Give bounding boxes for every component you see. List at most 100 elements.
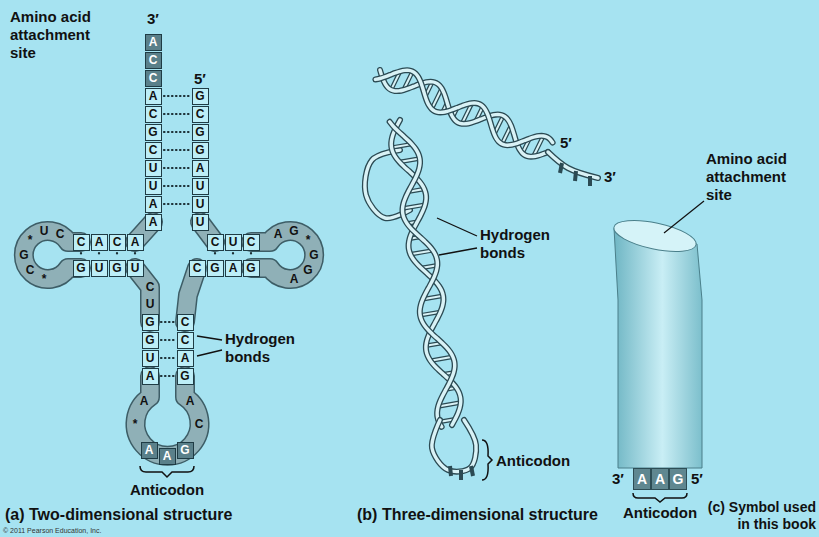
base-letter: A xyxy=(95,236,104,248)
base-letter: U xyxy=(149,162,158,174)
ribbon-edge xyxy=(410,250,433,254)
base-box: U xyxy=(192,196,209,213)
base-letter: G xyxy=(210,262,219,274)
base-box: G xyxy=(16,247,33,264)
base-letter: C xyxy=(149,144,158,156)
base-box: G xyxy=(192,124,209,141)
leader-line xyxy=(197,336,222,340)
base-box: A xyxy=(141,442,158,459)
base-letter: C xyxy=(181,334,190,346)
base-box: A xyxy=(142,368,159,385)
hydrogen-bond xyxy=(250,253,252,257)
base-box: A xyxy=(159,448,176,465)
base-box: U xyxy=(192,178,209,195)
anticodon-tick xyxy=(459,470,463,480)
rna-band-edge xyxy=(251,231,314,279)
hydrogen-bond xyxy=(164,203,189,205)
base-box: C xyxy=(145,70,162,87)
base-letter: C xyxy=(146,281,155,293)
figure-label: Anticodon xyxy=(130,481,204,499)
base-box: C xyxy=(142,279,159,296)
base-letter: G xyxy=(19,249,28,261)
figure-label: Hydrogen bonds xyxy=(225,330,305,366)
copyright-note: © 2011 Pearson Education, Inc. xyxy=(3,527,101,535)
base-letter: A xyxy=(290,273,299,285)
base-tick xyxy=(575,171,576,181)
leader-line xyxy=(437,218,477,236)
base-letter: G xyxy=(195,90,204,102)
figure-label: Anticodon xyxy=(496,452,570,470)
base-box: G xyxy=(145,124,162,141)
base-letter: G xyxy=(303,264,312,276)
figure-label: 5′ xyxy=(194,70,206,88)
base-letter: C xyxy=(196,108,205,120)
base-letter: G xyxy=(289,225,298,237)
leader-line xyxy=(439,248,477,255)
hydrogen-bond xyxy=(164,131,189,133)
base-letter: U xyxy=(131,262,140,274)
base-box: C xyxy=(145,106,162,123)
base-box: A xyxy=(192,160,209,177)
figure-label: 5′ xyxy=(691,470,703,488)
ribbon xyxy=(548,152,598,178)
base-box: C xyxy=(177,314,194,331)
base-letter: C xyxy=(247,236,256,248)
base-letter: C xyxy=(195,418,204,430)
base-letter: A xyxy=(186,395,195,407)
hydrogen-bond xyxy=(232,253,234,257)
figure-label: (a) Two-dimensional structure xyxy=(5,505,232,524)
figure-label: Amino acid attachment site xyxy=(10,8,110,62)
hydrogen-bond xyxy=(161,321,174,323)
base-letter: C xyxy=(56,228,65,240)
base-box: A xyxy=(145,34,162,51)
base-box: C xyxy=(145,52,162,69)
base-box: A xyxy=(182,393,199,410)
base-box: C xyxy=(207,234,224,251)
base-box: U xyxy=(192,214,209,231)
figure-label: 3′ xyxy=(612,470,624,488)
base-letter: G xyxy=(148,126,157,138)
base-box: * xyxy=(36,271,53,288)
base-box: A xyxy=(651,468,669,490)
base-box: U xyxy=(142,350,159,367)
ribbon xyxy=(390,122,455,427)
base-box: C xyxy=(145,142,162,159)
figure-label: Hydrogen bonds xyxy=(480,226,560,262)
base-letter: A xyxy=(146,370,155,382)
base-letter: A xyxy=(637,472,647,486)
hydrogen-bond xyxy=(164,113,189,115)
ribbon-edge xyxy=(375,70,552,145)
base-box: G xyxy=(142,314,159,331)
base-box: * xyxy=(300,232,317,249)
base-letter: A xyxy=(149,216,158,228)
base-letter: G xyxy=(112,262,121,274)
base-box: G xyxy=(207,260,224,277)
trna-symbol-body xyxy=(614,228,702,468)
figure-label: Amino acid attachment site xyxy=(706,150,806,204)
base-letter: A xyxy=(131,236,140,248)
base-box: C xyxy=(189,260,206,277)
base-box: A xyxy=(145,196,162,213)
base-letter: U xyxy=(95,262,104,274)
base-box: * xyxy=(127,416,144,433)
base-letter: C xyxy=(211,236,220,248)
hydrogen-bond xyxy=(161,339,174,341)
base-box: A xyxy=(127,234,144,251)
base-letter: G xyxy=(180,370,189,382)
base-letter: * xyxy=(42,273,47,285)
hydrogen-bond xyxy=(164,167,189,169)
base-letter: A xyxy=(145,444,154,456)
base-letter: G xyxy=(195,126,204,138)
ribbon xyxy=(375,70,552,145)
base-box: U xyxy=(145,160,162,177)
base-letter: U xyxy=(40,225,49,237)
base-letter: G xyxy=(76,262,85,274)
ribbon-edge xyxy=(430,357,453,361)
figure-label: (b) Three-dimensional structure xyxy=(357,505,598,524)
base-box: A xyxy=(270,226,287,243)
ribbon-edge xyxy=(390,122,455,427)
base-letter: A xyxy=(274,228,283,240)
base-letter: U xyxy=(196,198,205,210)
anticodon-bracket xyxy=(633,493,687,502)
